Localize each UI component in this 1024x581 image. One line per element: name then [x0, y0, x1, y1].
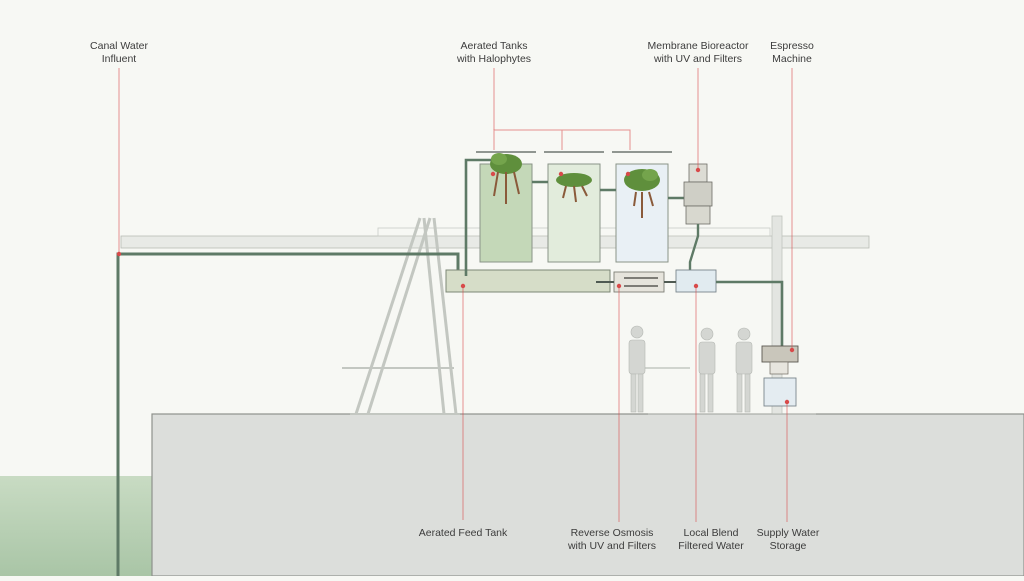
- label-line: Machine: [772, 53, 812, 65]
- tank-riser-pipe: [464, 158, 500, 276]
- membrane-bioreactor: [683, 163, 713, 270]
- grass-patch: [0, 476, 152, 576]
- label-line: Canal Water: [90, 40, 148, 52]
- label-canal-water-influent: Canal Water Influent: [90, 40, 148, 66]
- label-espresso-machine: Espresso Machine: [770, 40, 814, 66]
- label-line: Storage: [769, 540, 807, 552]
- label-line: Espresso: [770, 40, 814, 52]
- person-2: [698, 327, 716, 413]
- label-local-blend: Local Blend Filtered Water: [678, 527, 744, 553]
- aeration-manifold: [493, 129, 631, 150]
- supply-water-storage: [763, 377, 797, 407]
- reverse-osmosis-unit: [613, 271, 665, 293]
- label-line: Influent: [101, 53, 137, 65]
- label-line: Aerated Feed Tank: [418, 527, 508, 539]
- label-supply-water-storage: Supply Water Storage: [757, 527, 820, 553]
- marker-dots: [116, 167, 795, 405]
- label-line: Aerated Tanks: [460, 40, 528, 52]
- blend-to-espresso-pipe: [716, 280, 784, 346]
- halophyte-plant-2: [556, 173, 592, 203]
- label-aerated-tanks: Aerated Tanks with Halophytes: [457, 40, 531, 66]
- label-line: Membrane Bioreactor: [647, 40, 749, 52]
- leader-lines: [118, 68, 793, 522]
- label-line: Supply Water: [756, 527, 820, 539]
- label-reverse-osmosis: Reverse Osmosis with UV and Filters: [568, 527, 656, 553]
- label-line: with UV and Filters: [567, 540, 657, 552]
- label-line: with UV and Filters: [653, 53, 743, 65]
- person-1: [628, 325, 646, 413]
- aerated-feed-tank: [445, 269, 611, 293]
- ground-block: [151, 413, 1024, 577]
- halophyte-plant-1: [490, 153, 522, 204]
- a-frame-support: [342, 217, 460, 415]
- label-membrane-bioreactor: Membrane Bioreactor with UV and Filters: [648, 40, 749, 66]
- halophyte-plant-3: [624, 169, 660, 218]
- espresso-machine: [761, 345, 799, 375]
- label-line: Local Blend: [683, 527, 739, 539]
- canal-influent-pipe: [116, 252, 460, 576]
- label-line: with Halophytes: [456, 53, 532, 65]
- label-line: Reverse Osmosis: [570, 527, 654, 539]
- person-3: [735, 327, 753, 413]
- label-aerated-feed-tank: Aerated Feed Tank: [419, 527, 508, 540]
- label-line: Filtered Water: [678, 540, 744, 552]
